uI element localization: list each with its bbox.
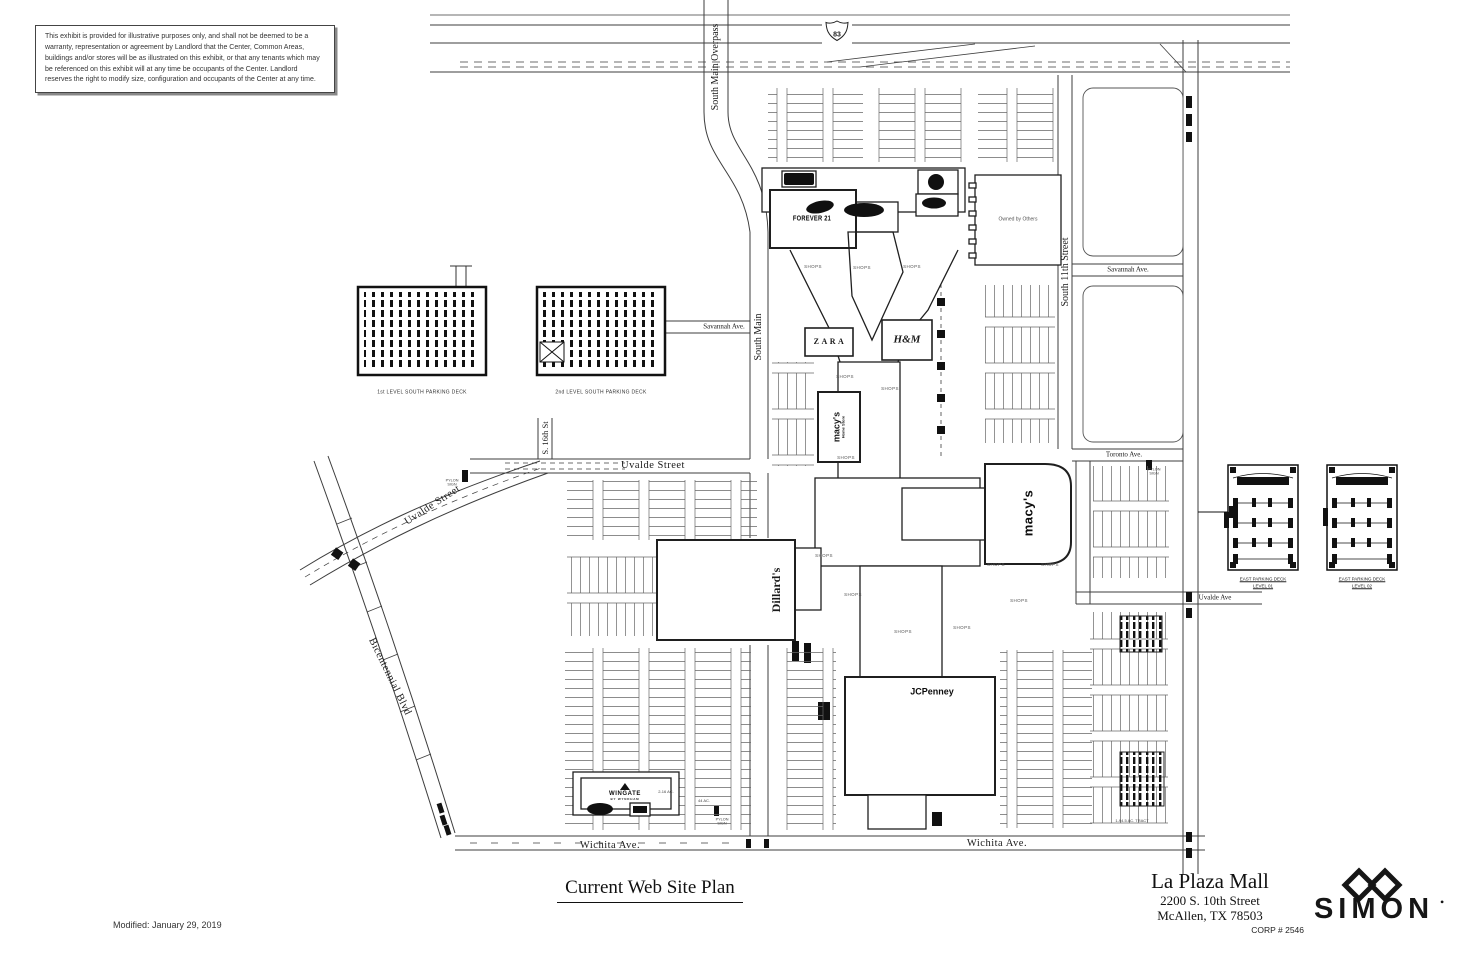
east-deck-level2	[1323, 464, 1398, 571]
tenant-logo-icon	[806, 200, 834, 214]
pylon-sign-note: PYLON SIGN	[445, 478, 459, 487]
acreage-tract-note: 1-94.5 AC. TRACT	[1115, 818, 1149, 823]
tenant-logo-icon	[844, 203, 884, 217]
mall-address-city: McAllen, TX 78503	[1157, 907, 1263, 923]
street-label-uvalde-ave: Uvalde Ave	[1198, 593, 1232, 602]
shops-label: SHOPS	[836, 373, 854, 379]
store-label-dillards: Dillard's	[769, 567, 783, 613]
shops-label: SHOPS	[987, 561, 1005, 567]
street-label-wichita-east: Wichita Ave.	[966, 837, 1028, 849]
tenant-logo-marks	[587, 173, 946, 815]
shops-label: SHOPS	[903, 263, 921, 269]
shops-label: SHOPS	[1010, 597, 1028, 603]
store-label-macys-home-sub: Home Store	[840, 415, 846, 439]
shops-label: SHOPS	[1041, 561, 1059, 567]
building-jcpenney	[844, 676, 996, 796]
pylon-sign-note: PYLON SIGN	[1147, 467, 1161, 476]
street-label-south-11th: South 11th Street	[1060, 237, 1071, 307]
simon-wordmark: SIMON	[1313, 893, 1435, 925]
tenant-logo-icon	[587, 803, 613, 815]
owned-by-others-label: Owned by Others	[998, 216, 1038, 223]
south-parking-decks	[356, 265, 667, 377]
east-deck-level1	[1198, 464, 1299, 571]
store-label-zara: ZARA	[813, 337, 847, 346]
shops-label: SHOPS	[853, 264, 871, 270]
corp-number: CORP # 2546	[1251, 924, 1304, 935]
shops-label: SHOPS	[815, 552, 833, 558]
store-label-forever21: FOREVER 21	[792, 215, 832, 223]
mini-parking-structures	[1119, 615, 1165, 807]
street-label-savannah-west: Savannah Ave.	[703, 322, 745, 331]
acreage-note: 2-16 AC.	[658, 789, 674, 794]
simon-logo-icon	[1341, 867, 1403, 903]
building-dillards	[656, 539, 796, 641]
highway-us83	[430, 14, 1290, 73]
plan-title: Current Web Site Plan	[557, 877, 743, 903]
modified-date: Modified: January 29, 2019	[113, 920, 222, 930]
east-parking-decks	[1198, 464, 1398, 571]
tenant-logo-icon	[784, 173, 814, 185]
shops-label: SHOPS	[844, 591, 862, 597]
building-zara	[804, 327, 854, 357]
east-deck1-title: EAST PARKING DECK	[1239, 576, 1287, 582]
building-macys-home	[817, 391, 861, 463]
east-deck1-label: EAST PARKING DECK LEVEL 01	[1240, 576, 1287, 590]
simon-reg-dot: •	[1440, 895, 1445, 909]
street-label-south-main: South Main	[753, 313, 764, 361]
south-deck1-label: 1st LEVEL SOUTH PARKING DECK	[377, 389, 467, 396]
pylon-sign-note: PYLON SIGN	[715, 817, 729, 826]
mall-name: La Plaza Mall	[1151, 869, 1269, 893]
store-label-hotel: WINGATE BY WYNDHAM	[609, 783, 641, 801]
mall-info-block: La Plaza Mall 2200 S. 10th Street McAlle…	[1112, 869, 1308, 935]
tenant-logo-icon	[928, 174, 944, 190]
shops-label: SHOPS	[894, 628, 912, 634]
street-label-toronto: Toronto Ave.	[1105, 450, 1143, 459]
street-label-16th-st: S. 16th St	[539, 421, 550, 455]
route-83-number: 83	[833, 31, 841, 39]
south-deck2-label: 2nd LEVEL SOUTH PARKING DECK	[555, 389, 647, 396]
tenant-logo-icon	[922, 197, 946, 209]
shops-label: SHOPS	[804, 263, 822, 269]
street-label-savannah-east: Savannah Ave.	[1107, 265, 1149, 274]
building-hm	[881, 319, 933, 361]
shops-label: SHOPS	[881, 385, 899, 391]
disclaimer-box: This exhibit is provided for illustrativ…	[35, 25, 335, 94]
shops-label: SHOPS	[837, 454, 855, 460]
hotel-sub: BY WYNDHAM	[610, 796, 640, 801]
mall-buildings	[572, 87, 1184, 830]
mall-address-street: 2200 S. 10th Street	[1160, 893, 1260, 908]
route-83-shield-icon	[822, 20, 852, 46]
acreage-note: 44 AC.	[697, 798, 711, 803]
street-label-uvalde-street: Uvalde Street	[621, 459, 685, 471]
tenant-logo-icon	[633, 806, 647, 813]
store-label-macys-home: macy's Home Store	[832, 412, 846, 442]
east-deck1-level: LEVEL 01	[1252, 583, 1274, 588]
shops-label: SHOPS	[953, 624, 971, 630]
east-deck2-level: LEVEL 02	[1351, 583, 1373, 588]
street-label-south-main-overpass: South Main Overpass	[710, 23, 721, 111]
store-label-macys-main: macy's	[1020, 489, 1036, 537]
store-label-hm: H&M	[893, 333, 921, 346]
building-forever21	[769, 189, 857, 249]
building-owned-by-others	[968, 174, 1062, 266]
store-label-jcpenney: JCPenney	[910, 686, 954, 697]
street-label-wichita-west: Wichita Ave.	[579, 839, 641, 851]
hotel-name: WINGATE	[608, 791, 642, 798]
building-macys-main	[984, 463, 1072, 565]
hotel-logo-triangle-icon	[620, 783, 630, 791]
east-deck2-title: EAST PARKING DECK	[1338, 576, 1386, 582]
east-deck2-label: EAST PARKING DECK LEVEL 02	[1339, 576, 1386, 590]
